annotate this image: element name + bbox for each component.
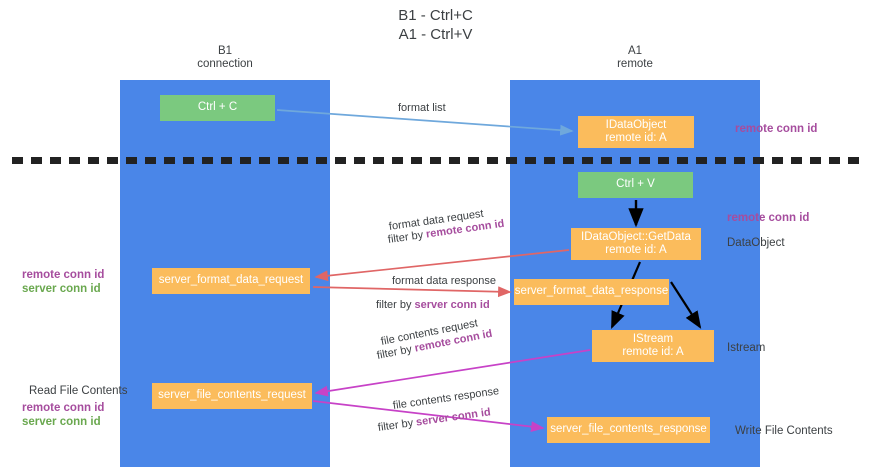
node-idataobject[interactable]: IDataObject remote id: A [578,116,694,148]
annotation-dataobject: DataObject [727,237,785,249]
server-conn-id-1: server conn id [414,299,490,311]
node-server-file-contents-response[interactable]: server_file_contents_response [547,417,710,443]
node-server-file-contents-request[interactable]: server_file_contents_request [152,383,312,409]
annotation-server-conn-id-left-1: server conn id [22,283,101,295]
annotation-read-file-contents: Read File Contents [29,385,128,397]
diagram-title: B1 - Ctrl+C A1 - Ctrl+V [398,7,473,43]
phase-divider [12,157,862,164]
node-ctrl-v[interactable]: Ctrl + V [578,172,693,198]
filter-prefix-1: filter by [387,228,427,246]
annotation-istream: Istream [727,342,766,354]
edge-label-filter-server-conn-id-1: filter by server conn id [376,298,490,312]
annotation-conn-ids-top: remote conn id server conn id [22,268,104,296]
annotation-remote-conn-id-top: remote conn id [735,123,818,135]
edge-label-format-data-response: format data response [392,275,496,287]
lane-header-a1: A1 remote [617,45,653,70]
annotation-server-conn-id-left-2: server conn id [22,416,101,428]
annotation-remote-conn-id-left-1: remote conn id [22,269,105,281]
node-idataobject-getdata[interactable]: IDataObject::GetData remote id: A [571,228,701,260]
annotation-write-file-contents: Write File Contents [735,425,833,437]
node-server-format-data-response[interactable]: server_format_data_response [514,279,669,305]
node-ctrl-c[interactable]: Ctrl + C [160,95,275,121]
filter-prefix-4: filter by [377,416,417,434]
annotation-remote-conn-id-mid: remote conn id [727,212,810,224]
node-server-format-data-request[interactable]: server_format_data_request [152,268,310,294]
annotation-conn-ids-bottom: remote conn id server conn id [22,401,104,429]
edge-label-format-list: format list [398,102,446,114]
annotation-remote-conn-id-left-2: remote conn id [22,402,105,414]
filter-prefix-2: filter by [376,299,415,311]
server-conn-id-2: server conn id [415,406,492,429]
lane-header-b1: B1 connection [197,45,253,70]
node-istream[interactable]: IStream remote id: A [592,330,714,362]
